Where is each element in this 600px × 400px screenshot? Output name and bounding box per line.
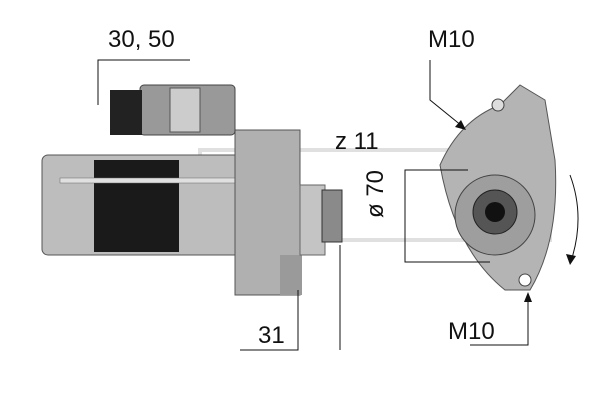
diameter-label: ø 70: [362, 169, 389, 218]
starter-front-view: [439, 84, 557, 291]
arrowheads: [455, 120, 576, 302]
starter-side-view: [41, 84, 343, 296]
pinion-offset-label: 31: [258, 322, 285, 349]
top-mount-thread-label: M10: [428, 26, 475, 53]
teeth-count-label: z 11: [335, 128, 379, 155]
bottom-mount-thread-label: M10: [448, 318, 495, 345]
dimension-lines: [97, 59, 579, 351]
terminals-label: 30, 50: [108, 26, 175, 53]
